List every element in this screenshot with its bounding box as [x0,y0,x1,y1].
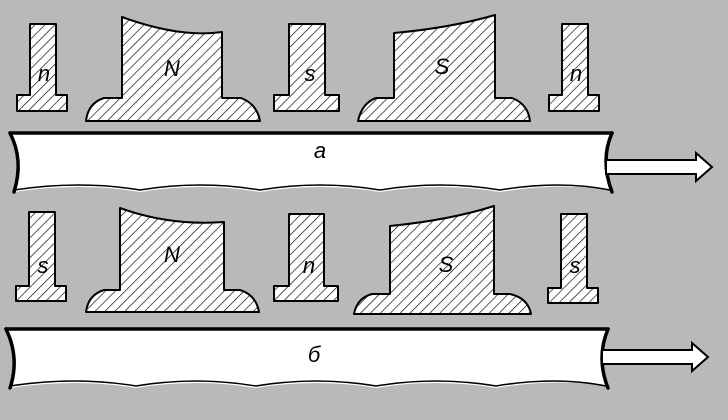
belt-a: а [8,131,614,194]
pole-label-a1: n [38,61,50,86]
big-pole-a2: S [357,14,531,122]
row-b: s N n S s б [4,205,710,390]
pole-label-a2: N [164,56,180,81]
pole-label-b2: N [164,242,180,267]
belt-b: б [4,327,610,390]
small-pole-b3: s [547,213,599,304]
pole-label-b1: s [38,253,49,278]
pole-label-b4: S [439,252,454,277]
small-pole-a2: s [273,23,340,112]
pole-label-a4: S [435,54,450,79]
belt-label-b: б [308,342,322,367]
big-pole-b1: N [85,207,260,313]
motion-arrow-b [601,340,710,374]
big-pole-b2: S [353,205,532,315]
pole-label-a3: s [305,61,316,86]
row-a: n N s S n а [8,14,714,194]
small-pole-b2: n [273,213,339,302]
pole-label-b3: n [303,253,315,278]
motion-arrow-a [605,150,714,184]
small-pole-a1: n [16,23,68,112]
small-pole-b1: s [15,211,67,302]
small-pole-a3: n [548,23,600,112]
pole-label-b5: s [570,253,581,278]
big-pole-a1: N [85,16,261,122]
pole-label-a5: n [570,61,582,86]
belt-label-a: а [314,138,326,163]
